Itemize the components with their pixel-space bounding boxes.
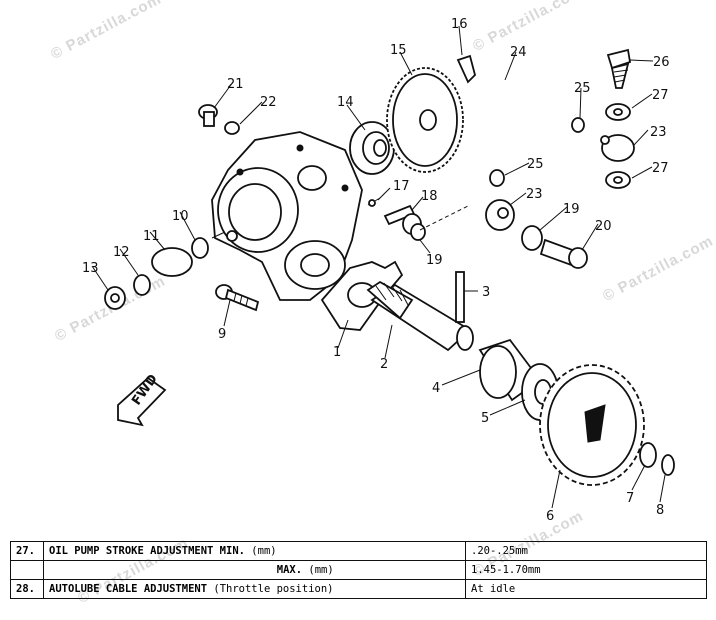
callout-number: 8 <box>656 503 664 518</box>
drive-shaft <box>366 280 474 352</box>
banjo-bolt <box>539 238 588 269</box>
spec-value: .20-.25mm <box>465 541 707 561</box>
callout-number: 23 <box>650 125 667 140</box>
callout-number: 18 <box>421 189 438 204</box>
forward-arrow: FWD <box>117 372 167 427</box>
callout-number: 11 <box>143 229 160 244</box>
spec-unit: (mm) <box>251 545 277 557</box>
spec-number <box>10 560 44 580</box>
union-bolt <box>606 48 632 89</box>
spec-label-cell: OIL PUMP STROKE ADJUSTMENT MIN. (mm) <box>43 541 466 561</box>
callout-number: 26 <box>653 55 670 70</box>
callout-number: 14 <box>337 95 354 110</box>
callout-number: 12 <box>113 245 130 260</box>
washer <box>639 442 657 468</box>
callout-number: 19 <box>563 202 580 217</box>
spec-value: At idle <box>465 579 707 599</box>
callout-number: 9 <box>218 327 226 342</box>
mounting-screw <box>215 284 260 312</box>
banjo-fitting <box>600 134 635 162</box>
driven-gear <box>386 67 464 173</box>
table-row: 27. OIL PUMP STROKE ADJUSTMENT MIN. (mm)… <box>10 541 707 561</box>
hose-clip <box>571 117 585 133</box>
hose-clip <box>489 169 505 187</box>
pump-drive-gear <box>539 364 645 486</box>
oil-pump-housing <box>211 131 363 301</box>
bearing <box>349 121 395 175</box>
callout-number: 7 <box>626 491 634 506</box>
callout-number: 5 <box>481 411 489 426</box>
callout-number: 2 <box>380 357 388 372</box>
callout-number: 13 <box>82 261 99 276</box>
leader-lines <box>91 25 666 509</box>
callout-number: 22 <box>260 95 277 110</box>
spec-number: 28. <box>10 579 44 599</box>
cotter-pin <box>456 54 477 84</box>
exploded-parts-diagram: FWD 1 2 3 <box>82 17 675 524</box>
adjustment-spec-table: 27. OIL PUMP STROKE ADJUSTMENT MIN. (mm)… <box>10 541 707 599</box>
callout-number: 16 <box>451 17 468 32</box>
table-row: MAX. (mm) 1.45-1.70mm <box>10 560 707 580</box>
spec-label: OIL PUMP STROKE ADJUSTMENT MIN. <box>49 545 245 557</box>
callout-number: 27 <box>652 161 669 176</box>
bolt <box>198 104 218 127</box>
spring-washer <box>133 274 151 296</box>
callout-number: 24 <box>510 45 527 60</box>
callout-number: 27 <box>652 88 669 103</box>
washer <box>521 225 543 251</box>
callout-number: 23 <box>526 187 543 202</box>
callout-number: 1 <box>333 345 341 360</box>
plate-washer <box>151 247 193 277</box>
spec-unit: (Throttle position) <box>213 583 334 595</box>
washer <box>410 223 426 241</box>
callout-number: 3 <box>482 285 490 300</box>
nut <box>104 286 126 310</box>
callout-number: 4 <box>432 381 440 396</box>
callout-number: 15 <box>390 43 407 58</box>
table-row: 28. AUTOLUBE CABLE ADJUSTMENT (Throttle … <box>10 579 707 599</box>
callout-number: 6 <box>546 509 554 524</box>
spec-label: AUTOLUBE CABLE ADJUSTMENT <box>49 583 208 595</box>
callout-number: 10 <box>172 209 189 224</box>
spec-unit: (mm) <box>308 564 334 576</box>
spring <box>367 197 381 207</box>
sealing-washer <box>605 103 631 121</box>
callout-numbers: 1 2 3 4 5 6 7 8 9 10 11 12 13 14 15 16 1… <box>82 17 670 524</box>
callout-number: 17 <box>393 179 410 194</box>
callout-number: 20 <box>595 219 612 234</box>
spec-label: MAX. <box>276 564 303 576</box>
spec-label-cell: MAX. (mm) <box>43 560 466 580</box>
sealing-washer <box>605 171 631 189</box>
callout-number: 25 <box>527 157 544 172</box>
spec-value: 1.45-1.70mm <box>465 560 707 580</box>
callout-number: 19 <box>426 253 443 268</box>
callout-number: 21 <box>227 77 244 92</box>
oil-delivery-line <box>484 76 577 171</box>
spec-number: 27. <box>10 541 44 561</box>
pin <box>455 271 465 323</box>
washer <box>191 237 209 259</box>
banjo-fitting <box>485 199 515 231</box>
callout-number: 25 <box>574 81 591 96</box>
gasket <box>320 260 404 331</box>
spec-label-cell: AUTOLUBE CABLE ADJUSTMENT (Throttle posi… <box>43 579 466 599</box>
circlip <box>661 454 675 476</box>
washer <box>224 121 240 135</box>
